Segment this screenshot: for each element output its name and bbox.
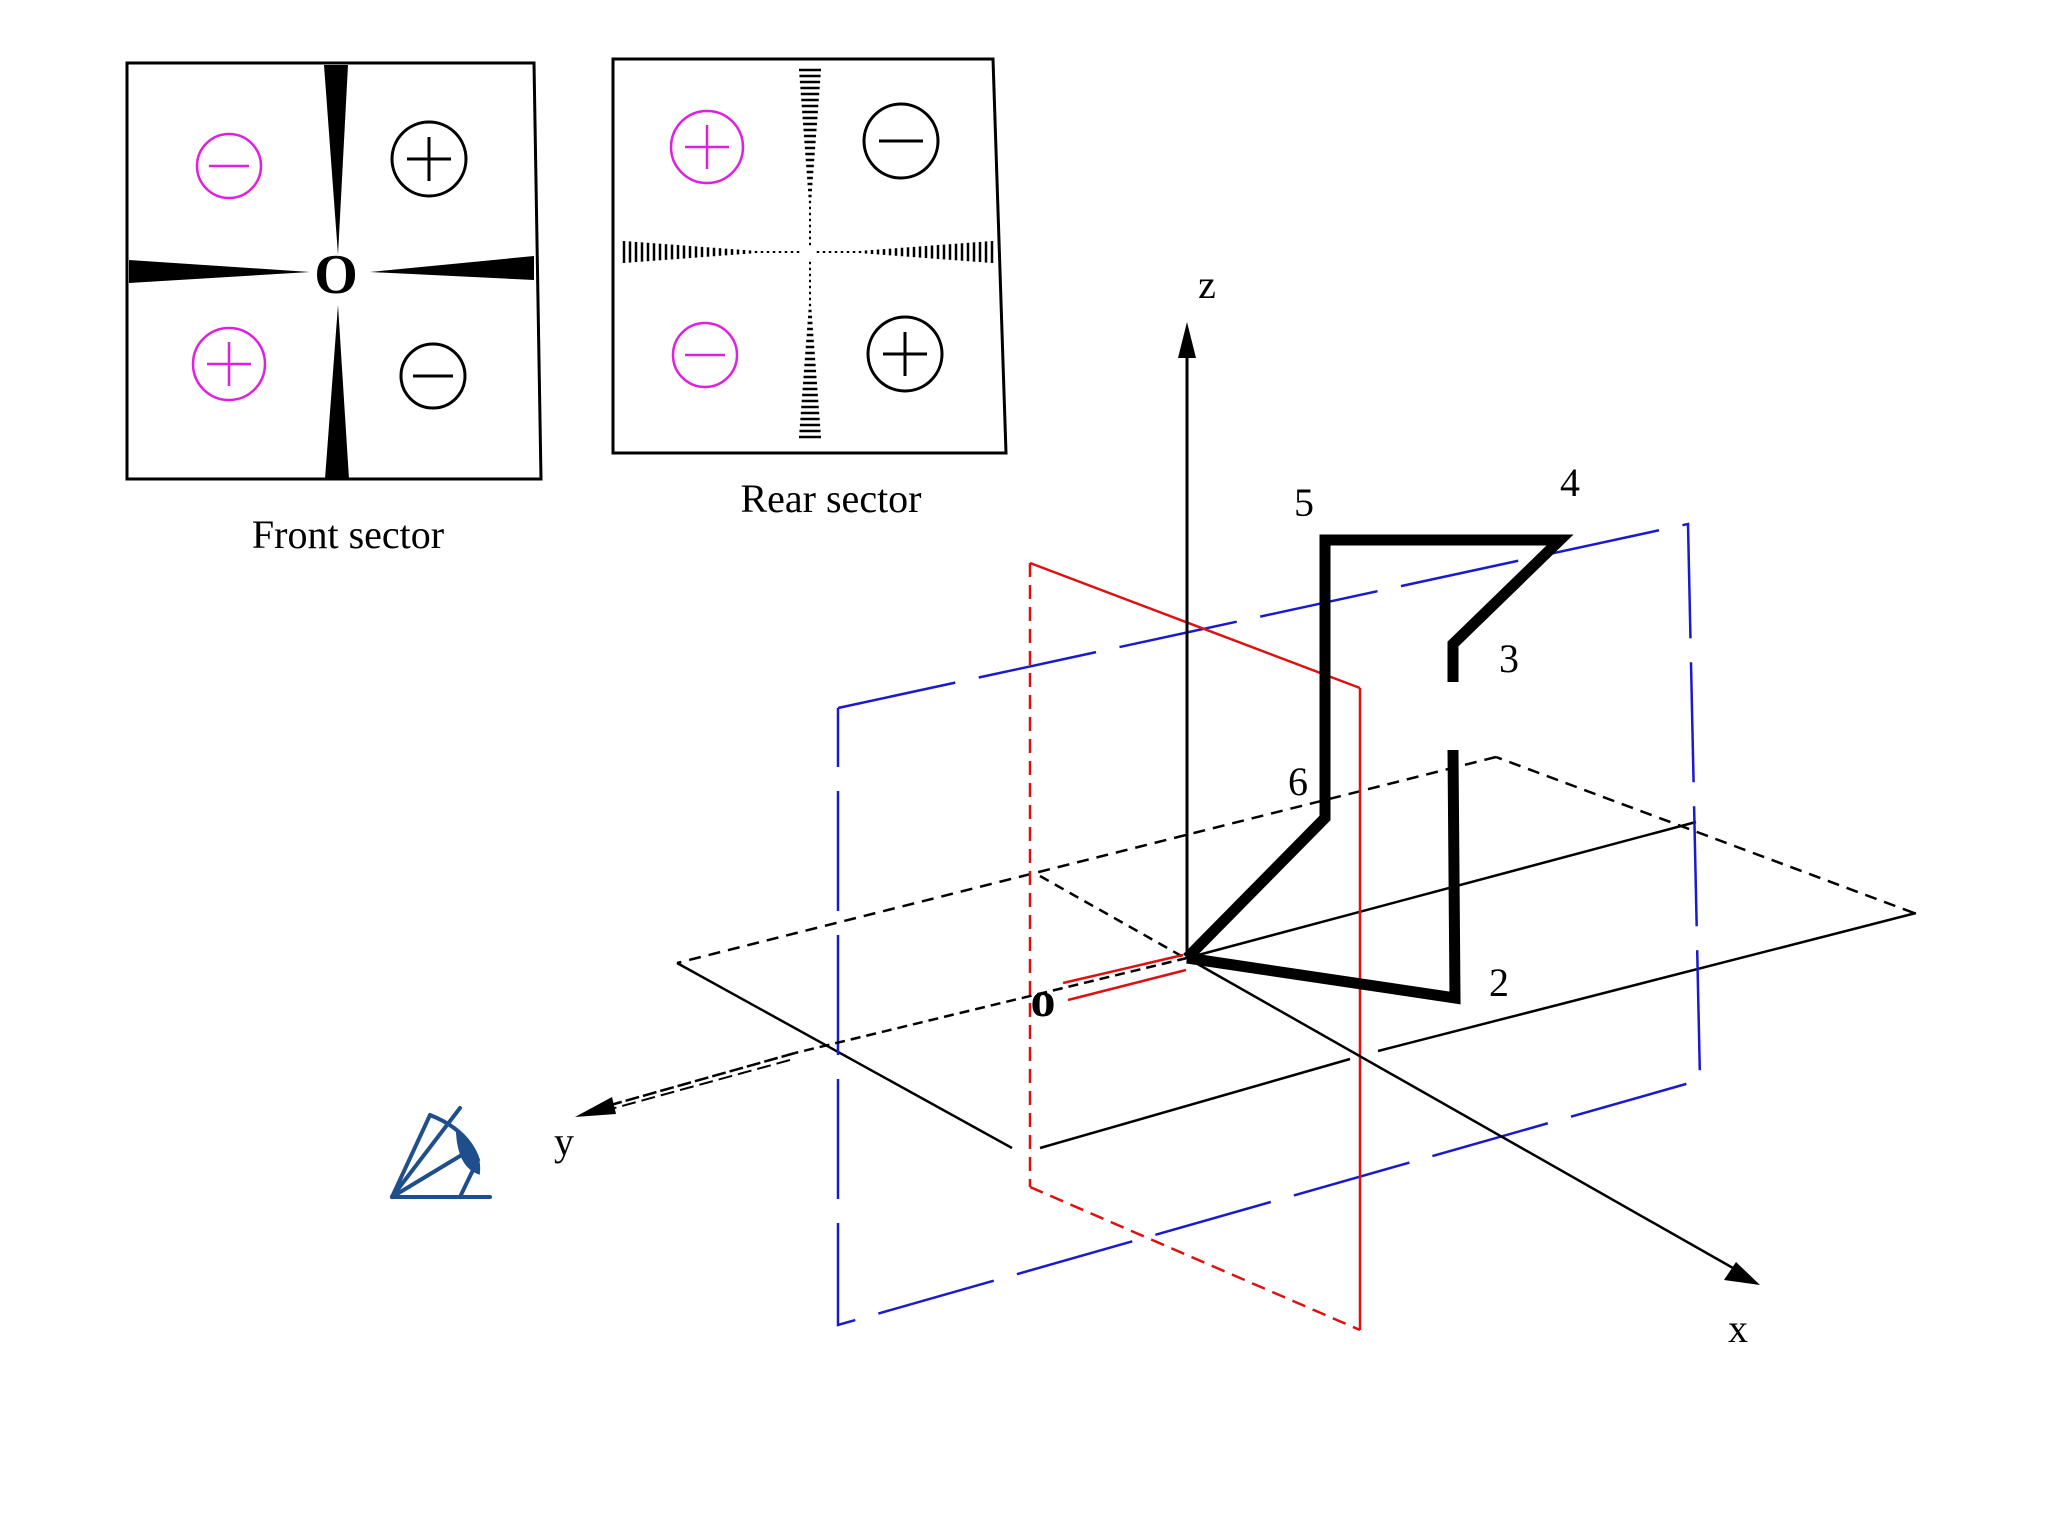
front-wedge-left: [129, 260, 310, 283]
point-5-label: 5: [1294, 480, 1314, 525]
front-q1-minus-icon: [195, 132, 263, 200]
front-origin-label: O: [314, 244, 358, 306]
front-sector: O Front sector: [125, 61, 543, 557]
rear-sector: Rear sector: [611, 57, 1008, 521]
point-6-label: 6: [1288, 759, 1308, 804]
rear-q2-minus-icon: [862, 102, 940, 180]
blue-plane: [836, 522, 1702, 1327]
y-axis: [575, 956, 1188, 1117]
y-axis-label: y: [554, 1119, 574, 1164]
eye-viewpoint-icon: [390, 1106, 492, 1199]
front-q4-minus-icon: [399, 342, 467, 410]
origin-label: o: [1031, 971, 1056, 1027]
front-q3-plus-icon: [191, 326, 267, 402]
front-sector-caption: Front sector: [252, 512, 444, 557]
rear-sector-caption: Rear sector: [740, 476, 921, 521]
point-2-label: 2: [1489, 960, 1509, 1005]
x-axis-label: x: [1728, 1306, 1748, 1351]
y-arrowhead: [575, 1097, 616, 1117]
x-arrowhead: [1724, 1262, 1760, 1285]
point-3-label: 3: [1499, 636, 1519, 681]
red-plane: [1028, 561, 1362, 1332]
horizontal-plane: [676, 755, 1917, 1150]
z-axis-label: z: [1198, 262, 1216, 307]
rear-q4-plus-icon: [866, 315, 944, 393]
front-wedge-right: [370, 256, 534, 280]
loop-path: [1183, 534, 1574, 1005]
z-axis: [1178, 322, 1196, 958]
rear-q3-minus-icon: [671, 321, 739, 389]
point-4-label: 4: [1560, 460, 1580, 505]
front-wedge-top: [324, 65, 348, 255]
rear-tick-marks: [622, 68, 994, 439]
front-wedge-bottom: [325, 305, 349, 479]
rear-sector-frame: [611, 57, 1008, 455]
rear-q1-plus-icon: [669, 109, 745, 185]
x-axis: [1186, 956, 1760, 1285]
front-q2-plus-icon: [390, 120, 468, 198]
front-sector-frame: [125, 61, 543, 481]
z-arrowhead: [1178, 322, 1196, 358]
coordinate-scene: z x y o 2 3 4 5 6: [554, 262, 1917, 1351]
